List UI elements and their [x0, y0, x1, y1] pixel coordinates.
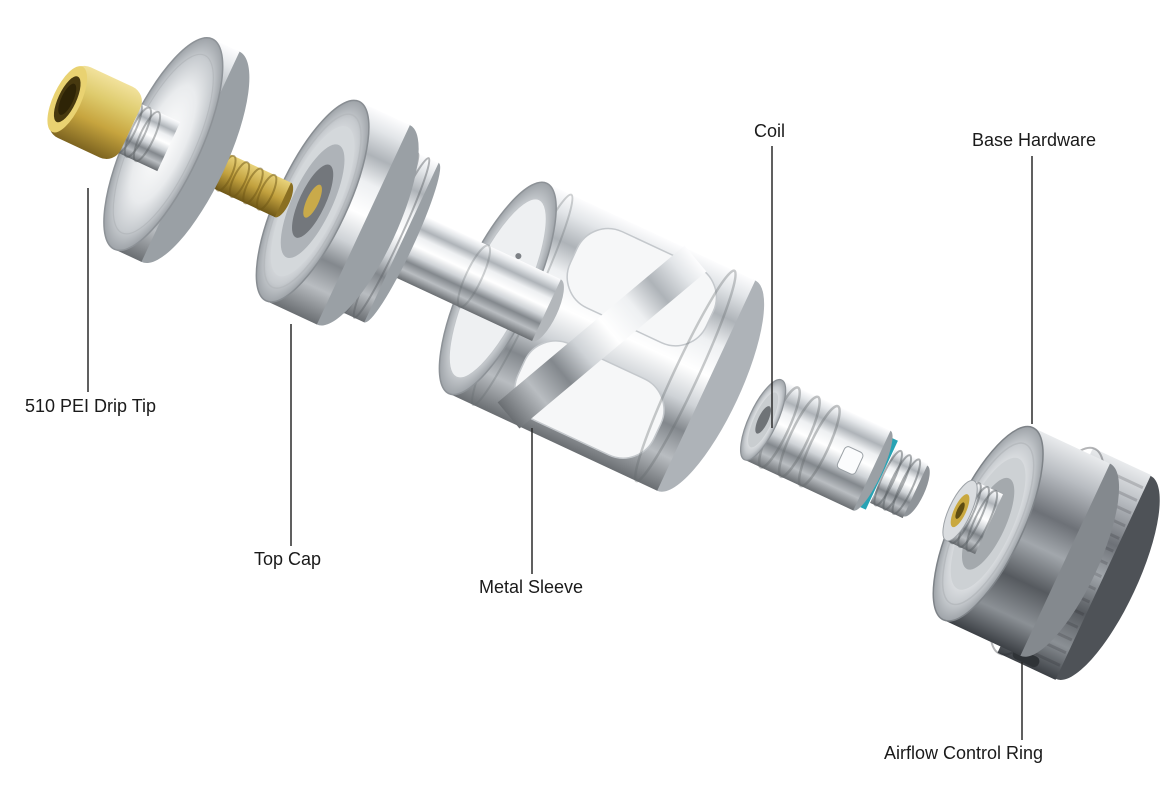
chimney-tube	[373, 205, 561, 342]
drip-tip-amber-mouthpiece	[47, 65, 142, 159]
label-drip-tip: 510 PEI Drip Tip	[25, 396, 157, 416]
leader-lines	[87, 146, 1033, 740]
sleeve-strut	[497, 245, 707, 429]
metal-sleeve-graphic	[438, 181, 765, 492]
label-airflow-control-ring: Airflow Control Ring	[884, 743, 1044, 763]
label-coil: Coil	[754, 121, 786, 141]
coil-wick-window	[836, 446, 864, 475]
base-hardware-graphic	[932, 425, 1160, 680]
drip-tip-graphic	[47, 37, 294, 263]
label-metal-sleeve: Metal Sleeve	[479, 577, 584, 597]
coil-graphic	[740, 378, 930, 519]
top-cap-graphic	[255, 99, 564, 342]
label-top-cap: Top Cap	[254, 549, 322, 569]
sleeve-pin-hole	[515, 253, 522, 260]
base-510-post	[942, 479, 1004, 555]
label-base-hardware: Base Hardware	[972, 130, 1097, 150]
